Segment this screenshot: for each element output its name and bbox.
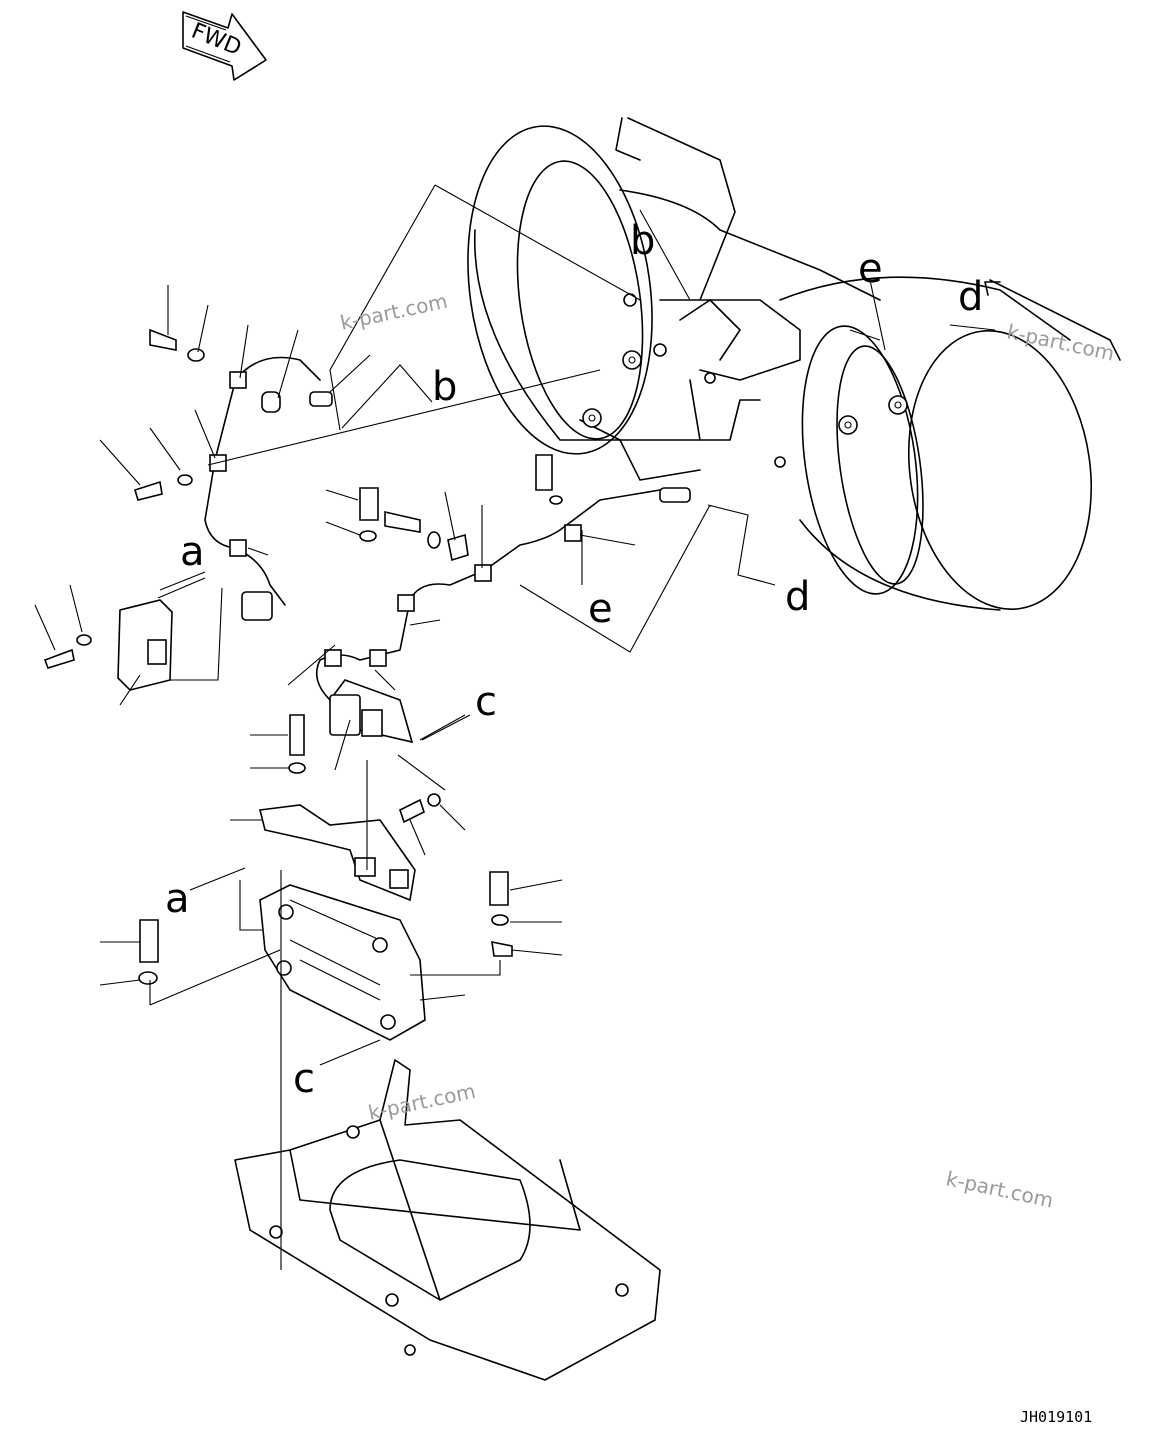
watermark: k-part.com: [1005, 319, 1117, 365]
ref-label-b-upper: b: [630, 218, 655, 264]
ref-label-e-upper: e: [858, 246, 883, 292]
watermark: k-part.com: [944, 1166, 1056, 1212]
upper-harness: [99, 285, 371, 621]
drawing-code: JH019101: [1020, 1408, 1092, 1426]
ref-label-a-lower: a: [165, 876, 190, 922]
watermark: k-part.com: [366, 1079, 478, 1125]
transmission-housing: [467, 117, 1121, 611]
ref-label-d-upper: d: [958, 274, 983, 320]
fwd-arrow-icon: FWD: [182, 11, 267, 81]
ref-label-c-upper: c: [475, 679, 497, 725]
ref-label-c-lower: c: [293, 1056, 315, 1102]
ref-label-a-upper: a: [180, 529, 205, 575]
ref-label-d-lower: d: [785, 574, 810, 620]
frame: [234, 760, 661, 1381]
middle-harness: [287, 454, 691, 771]
reference-leaders: [159, 184, 996, 1066]
upper-controller: [34, 577, 223, 706]
ref-label-b-lower: b: [432, 364, 457, 410]
fwd-label: FWD: [188, 19, 245, 61]
ref-label-e-lower: e: [588, 586, 613, 632]
watermark: k-part.com: [338, 289, 450, 335]
lower-assembly: [99, 714, 563, 1041]
